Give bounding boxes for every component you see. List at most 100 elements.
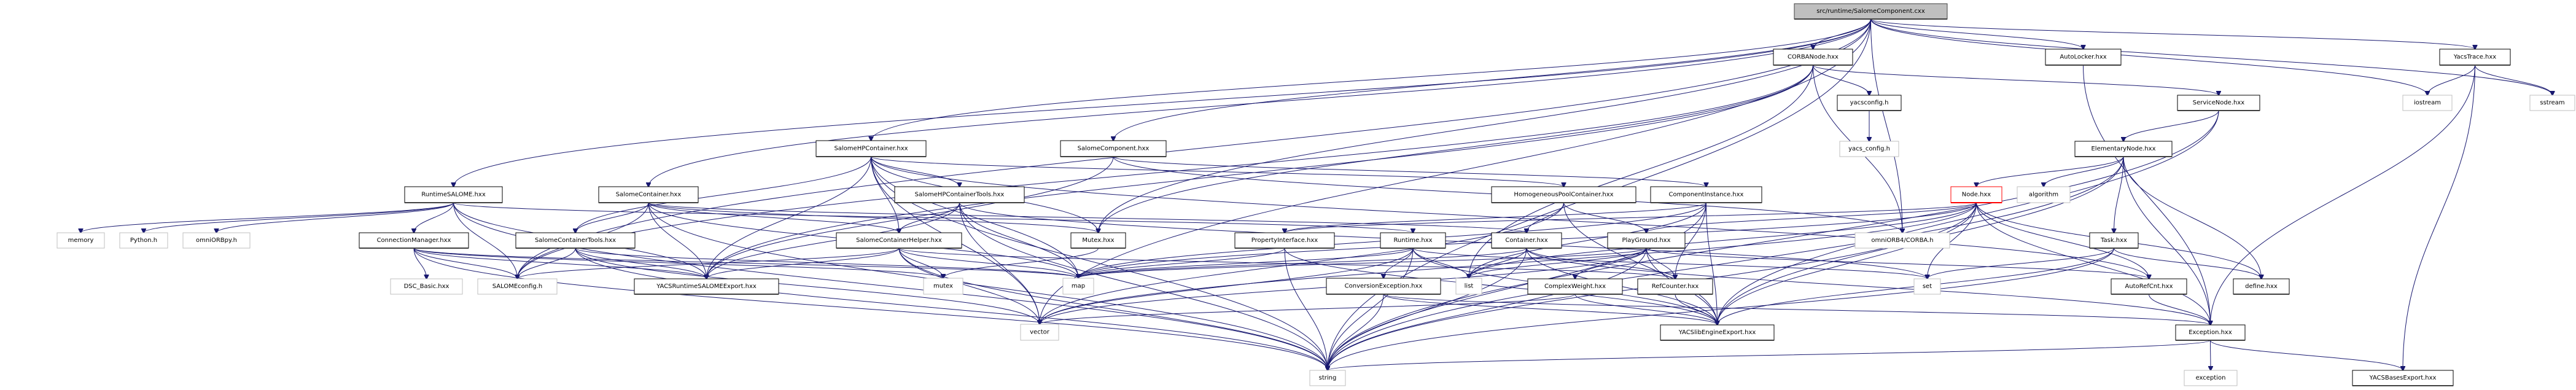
node-component-instance[interactable]: ComponentInstance.hxx [1650, 186, 1762, 203]
edge-elementary-node-to-node [1977, 156, 2124, 187]
node-list: list [1455, 278, 1482, 295]
node-box [1527, 278, 1623, 295]
edge-node-to-play-ground [1646, 202, 1977, 233]
node-label: SalomeHPContainerTools.hxx [915, 192, 1005, 198]
node-yacs-config: yacs_config.h [1839, 141, 1899, 157]
node-corbanode[interactable]: CORBANode.hxx [1773, 49, 1853, 66]
edge-homogeneous-pool-container-to-play-ground [1563, 202, 1647, 233]
node-memory: memory [56, 232, 105, 249]
node-python: Python.h [119, 232, 168, 249]
edge-runtime-to-map [1078, 248, 1414, 278]
node-salome-container-tools[interactable]: SalomeContainerTools.hxx [515, 232, 636, 249]
node-homogeneous-pool-container[interactable]: HomogeneousPoolContainer.hxx [1491, 186, 1636, 203]
node-omni-orbpy: omniORBpy.h [182, 232, 251, 249]
edge-salome-container-tools-to-map [575, 248, 1078, 278]
node-salome-container-helper[interactable]: SalomeContainerHelper.hxx [836, 232, 962, 249]
node-property-interface[interactable]: PropertyInterface.hxx [1234, 232, 1335, 249]
edge-connection-manager-to-yacsruntime-salomeexport [413, 248, 707, 279]
node-yacslib-engine-export[interactable]: YACSlibEngineExport.hxx [1660, 324, 1775, 341]
node-label: YACSlibEngineExport.hxx [1678, 329, 1756, 336]
node-auto-ref-cnt[interactable]: AutoRefCnt.hxx [2111, 278, 2187, 295]
node-yacsbases-export[interactable]: YACSBasesExport.hxx [2352, 370, 2454, 386]
node-box [404, 186, 503, 203]
node-box [2529, 95, 2575, 111]
node-label: set [1923, 283, 1932, 290]
edge-corbanode-to-mutex [1099, 64, 1813, 233]
node-box [1380, 232, 1446, 249]
node-service-node[interactable]: ServiceNode.hxx [2177, 95, 2260, 111]
node-play-ground[interactable]: PlayGround.hxx [1607, 232, 1686, 249]
edge-component-instance-to-yacslib-engine-export [1706, 202, 1718, 325]
node-label: omniORBpy.h [196, 237, 237, 244]
node-auto-locker[interactable]: AutoLocker.hxx [2045, 49, 2122, 66]
edge-connection-manager-to-dsc-basic [413, 248, 427, 279]
nodes-layer: src/runtime/SalomeComponent.cxxCORBANode… [56, 3, 2575, 386]
edge-runtime-salome-to-connection-manager [414, 202, 454, 233]
node-yacsconfig[interactable]: yacsconfig.h [1837, 95, 1902, 111]
node-box [2017, 186, 2071, 203]
node-box [836, 232, 962, 249]
edge-runtime-to-set [1412, 248, 1928, 279]
edge-play-ground-to-ref-counter [1646, 248, 1675, 279]
node-label: SalomeHPContainer.hxx [834, 146, 908, 152]
edge-connection-manager-to-map [413, 248, 1078, 278]
node-task[interactable]: Task.hxx [2089, 232, 2139, 249]
node-set: set [1913, 278, 1941, 295]
node-label: vector [1030, 329, 1050, 336]
node-label: ConversionException.hxx [1345, 283, 1423, 290]
node-salome-hpcontainer-tools[interactable]: SalomeHPContainerTools.hxx [894, 186, 1025, 203]
node-container[interactable]: Container.hxx [1491, 232, 1562, 249]
node-label: Task.hxx [2100, 237, 2127, 244]
node-label: PropertyInterface.hxx [1251, 237, 1318, 244]
node-label: Runtime.hxx [1393, 237, 1432, 244]
node-salome-component[interactable]: SalomeComponent.hxx [1060, 140, 1167, 157]
node-runtime-salome[interactable]: RuntimeSALOME.hxx [404, 186, 503, 203]
node-vector: vector [1020, 324, 1059, 341]
node-conversion-exception[interactable]: ConversionException.hxx [1326, 278, 1441, 295]
edge-play-ground-to-map [1078, 248, 1647, 278]
node-node[interactable]: Node.hxx [1950, 186, 2002, 203]
edge-component-instance-to-property-interface [1285, 202, 1706, 233]
node-define[interactable]: define.hxx [2233, 278, 2290, 295]
node-salome-hpcontainer[interactable]: SalomeHPContainer.hxx [815, 140, 927, 157]
node-box [359, 232, 469, 249]
edge-complex-weight-to-yacslib-engine-export [1574, 294, 1718, 325]
edge-runtime-to-vector [1040, 248, 1414, 324]
node-label: algorithm [2029, 192, 2058, 198]
edge-elementary-node-to-exception [2123, 156, 2211, 325]
edge-salome-hpcontainer-to-auto-ref-cnt [871, 156, 2149, 279]
node-salome-container[interactable]: SalomeContainer.hxx [598, 186, 699, 203]
node-label: exception [2196, 375, 2226, 381]
node-complex-weight[interactable]: ComplexWeight.hxx [1527, 278, 1623, 295]
node-label: iostream [2414, 99, 2441, 106]
edge-elementary-node-to-define [2123, 156, 2262, 279]
edge-salome-hpcontainer-to-yacsruntime-salomeexport [707, 156, 871, 279]
edge-play-ground-to-list [1469, 248, 1647, 278]
node-ref-counter[interactable]: RefCounter.hxx [1637, 278, 1713, 295]
node-yacsruntime-salomeexport[interactable]: YACSRuntimeSALOMEExport.hxx [634, 278, 779, 295]
node-box [598, 186, 699, 203]
node-box [1455, 278, 1482, 295]
node-label: AutoLocker.hxx [2060, 54, 2106, 61]
edge-salome-hpcontainer-to-salome-hpcontainer-tools [871, 156, 960, 187]
edge-root-to-salomeconfig [518, 18, 1871, 279]
node-label: ComplexWeight.hxx [1544, 283, 1606, 290]
node-exception[interactable]: Exception.hxx [2175, 324, 2246, 341]
node-box [1326, 278, 1441, 295]
node-mutex: mutex [923, 278, 963, 295]
edge-elementary-node-to-algorithm [2044, 156, 2124, 187]
edge-corbanode-to-list [1469, 64, 1813, 278]
node-runtime[interactable]: Runtime.hxx [1380, 232, 1446, 249]
node-connection-manager[interactable]: ConnectionManager.hxx [359, 232, 469, 249]
node-elementary-node[interactable]: ElementaryNode.hxx [2074, 141, 2173, 157]
edge-corbanode-to-yacsconfig [1813, 64, 1870, 95]
node-root[interactable]: src/runtime/SalomeComponent.cxx [1794, 3, 1948, 20]
node-mutex[interactable]: Mutex.hxx [1070, 232, 1126, 249]
edge-salome-container-tools-to-yacsruntime-salomeexport [575, 248, 707, 279]
node-label: yacs_config.h [1848, 146, 1890, 152]
node-box [1660, 324, 1775, 341]
edge-connection-manager-to-mutex [413, 248, 943, 278]
node-map: map [1062, 278, 1094, 295]
node-yacs-trace[interactable]: YacsTrace.hxx [2439, 49, 2511, 66]
